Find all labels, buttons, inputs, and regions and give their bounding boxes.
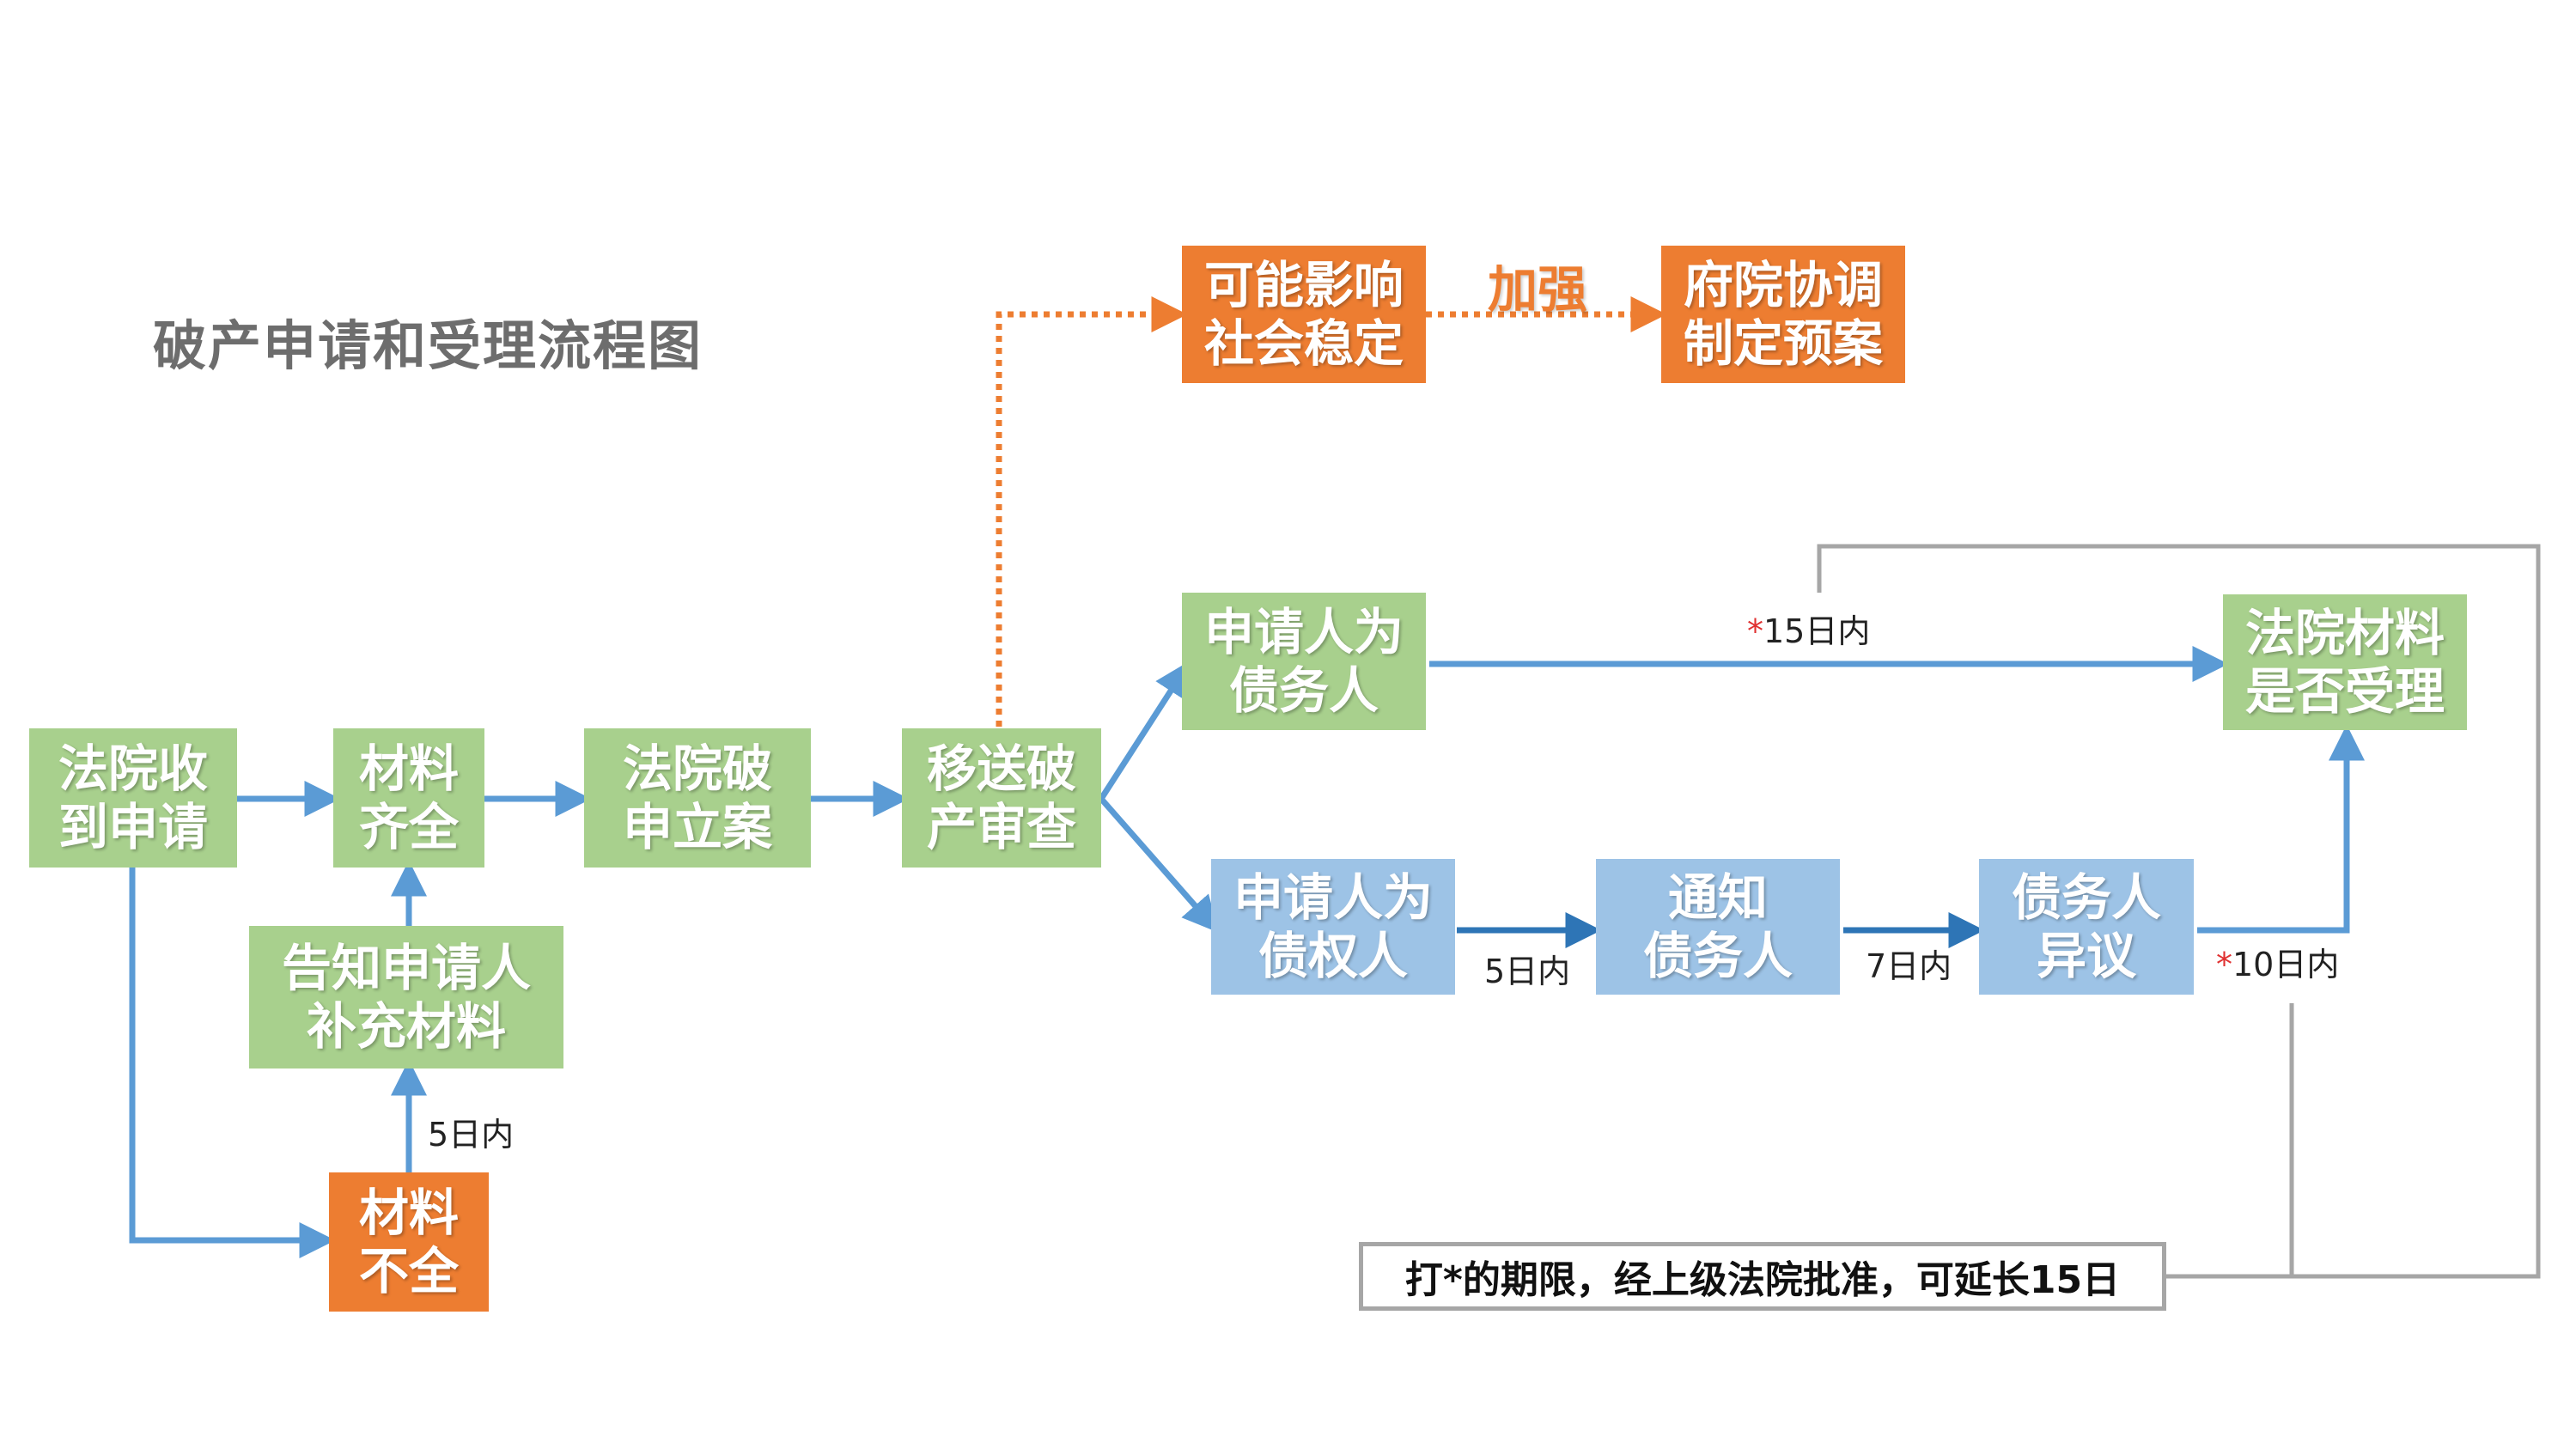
page-title: 破产申请和受理流程图 — [153, 314, 703, 377]
label-15-days: *15日内 — [1747, 612, 1871, 650]
label-7-days: 7日内 — [1866, 947, 1952, 985]
node-applicant-is-creditor: 申请人为 债权人 — [1211, 859, 1455, 995]
node-notify-supplement-materials: 告知申请人 补充材料 — [249, 926, 563, 1068]
arrow-transfer-to-stability — [996, 296, 1188, 727]
node-debtor-objection: 债务人 异议 — [1979, 859, 2194, 995]
extension-note: 打*的期限，经上级法院批准，可延长15日 — [1359, 1242, 2166, 1311]
node-transfer-bankruptcy-review: 移送破 产审查 — [902, 728, 1101, 868]
node-court-receive-application: 法院收 到申请 — [29, 728, 237, 868]
label-5-days-supplement: 5日内 — [428, 1116, 515, 1154]
node-materials-complete: 材料 齐全 — [333, 728, 484, 868]
note-bracket-line — [1817, 544, 2541, 1279]
node-affect-social-stability: 可能影响 社会稳定 — [1182, 246, 1426, 383]
arrow-transfer-to-debtor — [1099, 661, 1191, 801]
arrow-objection-to-accept — [2197, 724, 2365, 934]
arrow-transfer-to-creditor — [1099, 796, 1219, 933]
node-court-file-case: 法院破 申立案 — [584, 728, 811, 868]
label-5-days-creditor: 5日内 — [1484, 953, 1571, 990]
node-applicant-is-debtor: 申请人为 债务人 — [1182, 593, 1426, 730]
node-notify-debtor: 通知 债务人 — [1596, 859, 1840, 995]
arrow-receive-to-incomplete — [129, 868, 336, 1258]
node-court-accept-decision: 法院材料 是否受理 — [2223, 594, 2467, 730]
label-10-days: *10日内 — [2216, 946, 2340, 983]
node-materials-incomplete: 材料 不全 — [329, 1172, 489, 1312]
node-government-court-coordination: 府院协调 制定预案 — [1661, 246, 1905, 383]
label-strengthen: 加强 — [1488, 260, 1588, 319]
